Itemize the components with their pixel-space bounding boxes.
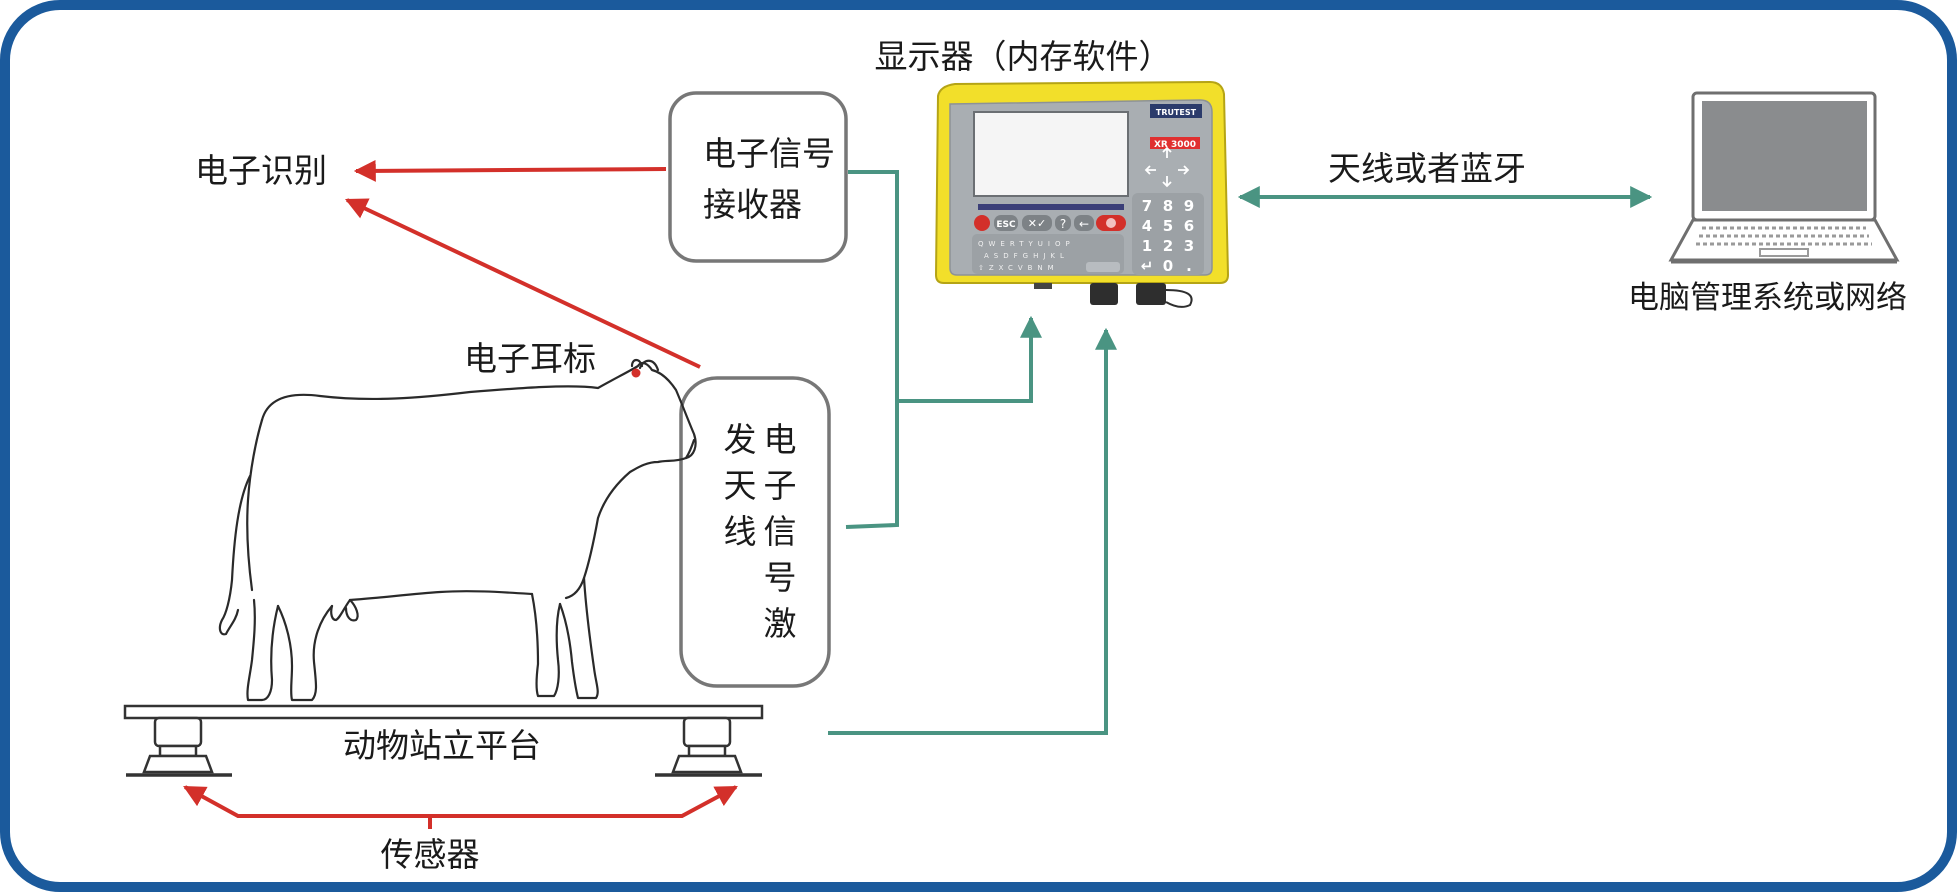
- antenna-col2-char4: 号: [764, 558, 797, 597]
- ear-tag-label: 电子耳标: [464, 339, 596, 378]
- antenna-label: 发 天 线 电 子 信 号 激: [724, 420, 797, 643]
- arrow-eartag-to-id: [345, 198, 701, 369]
- computer-label: 电脑管理系统或网络: [1628, 280, 1907, 316]
- ear-tag-dot: [631, 368, 641, 378]
- key-4: 4: [1142, 217, 1152, 235]
- display-label: 显示器（内存软件）: [875, 37, 1172, 76]
- antenna-col1-char2: 天: [724, 466, 757, 505]
- space-key: [1086, 262, 1120, 272]
- esc-key-label: ESC: [996, 220, 1016, 230]
- key-9: 9: [1184, 197, 1194, 215]
- electronic-id-label: 电子识别: [195, 151, 327, 190]
- device-strip: [978, 204, 1124, 210]
- device-cable: [1165, 289, 1193, 308]
- arrow-pad: [1144, 146, 1190, 188]
- antenna-col2-char2: 子: [764, 466, 797, 505]
- svg-text:ASDFGHJKL: ASDFGHJKL: [984, 252, 1069, 260]
- arrow-sensors: [183, 785, 738, 818]
- help-key-label: ?: [1060, 217, 1066, 231]
- key-6: 6: [1184, 217, 1194, 235]
- key-0: 0: [1163, 257, 1173, 275]
- antenna-col1-char1: 发: [724, 420, 757, 459]
- key-5: 5: [1163, 217, 1173, 235]
- platform: [123, 704, 764, 777]
- receiver-box: [668, 91, 848, 263]
- back-key: [1074, 215, 1094, 231]
- key-dot: .: [1186, 257, 1192, 275]
- arrow-antenna-to-display: [845, 315, 1042, 529]
- model-badge: [1150, 137, 1200, 149]
- help-key: [1055, 215, 1071, 231]
- load-cell-right: [655, 716, 762, 777]
- check-key: [1022, 215, 1052, 231]
- arrow-platform-to-display: [828, 327, 1117, 735]
- power-key: [974, 215, 990, 231]
- svg-text:⇧ZXCVBNM: ⇧ZXCVBNM: [978, 264, 1059, 272]
- numeric-keypad: [1132, 193, 1204, 275]
- key-2: 2: [1163, 237, 1173, 255]
- antenna-col2-char5: 激: [764, 604, 797, 643]
- qwerty-keyboard: [972, 234, 1124, 274]
- brand-badge: [1150, 104, 1202, 118]
- connector-right: [1136, 283, 1166, 305]
- model-text: XR 3000: [1154, 140, 1196, 150]
- back-key-label: ←: [1079, 217, 1089, 231]
- esc-key: [994, 215, 1018, 231]
- receiver-label-line2: 接收器: [703, 185, 802, 224]
- platform-plate: [123, 704, 764, 720]
- connector-left: [1090, 283, 1118, 305]
- check-key-glyph: ✕✓: [1028, 217, 1046, 230]
- antenna-col2-char1: 电: [764, 420, 797, 459]
- enter-key: ↵: [1141, 257, 1154, 275]
- antenna-col2-char3: 信: [764, 512, 797, 551]
- svg-text:QWERTYUIOP: QWERTYUIOP: [978, 240, 1075, 248]
- brand-text: TRUTEST: [1156, 108, 1197, 117]
- cow-outline: [218, 358, 697, 702]
- device-screen: [973, 111, 1129, 197]
- wireless-label: 天线或者蓝牙: [1328, 149, 1526, 188]
- display-device: TRUTEST XR 3000 ESC ✕✓ ? ← QWERTYUIOP AS…: [934, 80, 1230, 308]
- key-7: 7: [1142, 197, 1152, 215]
- arrow-receiver-to-id: [353, 159, 667, 182]
- key-1: 1: [1142, 237, 1152, 255]
- load-cell-left: [126, 716, 232, 777]
- laptop-icon: [1668, 91, 1900, 264]
- antenna-col1-char3: 线: [724, 512, 757, 551]
- line-receiver-down: [848, 170, 899, 401]
- sensor-label: 传感器: [381, 835, 480, 874]
- key-8: 8: [1163, 197, 1173, 215]
- receiver-label-line1: 电子信号: [703, 134, 835, 173]
- connector-small: [1034, 283, 1052, 289]
- antenna-box: [679, 376, 831, 688]
- platform-label: 动物站立平台: [343, 726, 541, 765]
- key-3: 3: [1184, 237, 1194, 255]
